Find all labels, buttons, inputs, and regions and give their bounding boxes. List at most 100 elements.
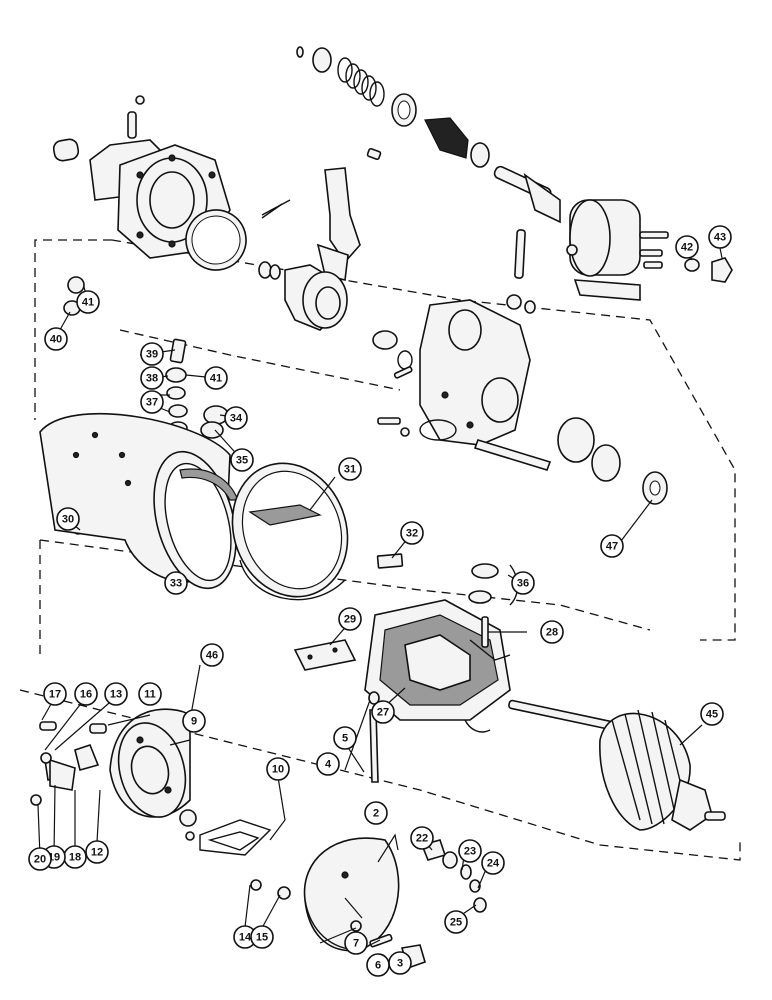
callout-number: 18 [69,852,81,864]
callout-circle [43,682,67,706]
callout-circle [481,851,505,875]
callout-2: 2 [364,801,388,825]
callout-number: 23 [464,846,476,858]
callout-number: 22 [416,833,428,845]
callout-number: 5 [342,733,348,745]
brush-plate [30,708,191,818]
callout-circle [140,342,164,366]
callout-33: 33 [164,571,188,595]
callout-circle [458,839,482,863]
callout-circle [540,620,564,644]
callout-number: 46 [206,650,218,662]
callout-circle [28,847,52,871]
callout-15: 15 [250,925,274,949]
callout-number: 38 [146,373,158,385]
field-coils [293,553,511,733]
callout-number: 7 [353,938,359,950]
callout-10: 10 [266,757,290,781]
callout-circle [366,953,390,977]
callout-circle [511,571,535,595]
callout-circle [138,682,162,706]
callout-circle [338,457,362,481]
callout-29: 29 [338,607,362,631]
callout-number: 2 [373,808,379,820]
callout-circle [74,682,98,706]
callout-41: 41 [76,290,100,314]
callout-number: 30 [62,514,74,526]
callout-38: 38 [140,366,164,390]
callout-23: 23 [458,839,482,863]
callout-number: 4 [325,759,332,771]
end-cover [303,837,400,952]
callout-number: 41 [210,373,222,385]
callout-circle [204,366,228,390]
callout-number: 37 [146,397,158,409]
callout-22: 22 [410,826,434,850]
solenoid [566,199,733,301]
callout-number: 29 [344,614,356,626]
callout-number: 40 [50,334,62,346]
callout-circle [333,726,357,750]
callout-9: 9 [182,709,206,733]
callout-43: 43 [708,225,732,249]
callout-circle [140,366,164,390]
plunger-spring-stack [296,46,561,224]
callout-circle [371,700,395,724]
callout-circle [400,521,424,545]
callout-circle [200,643,224,667]
callout-45: 45 [700,702,724,726]
callout-number: 13 [110,689,122,701]
callout-7: 7 [344,931,368,955]
callout-circle [708,225,732,249]
callout-number: 28 [546,627,558,639]
callout-circle [44,327,68,351]
callout-circle [224,406,248,430]
callout-circle [85,840,109,864]
callout-number: 3 [397,958,403,970]
callout-number: 41 [82,297,94,309]
callout-circle [250,925,274,949]
pivot-pin [506,229,536,314]
callout-number: 15 [256,932,268,944]
callout-circle [316,752,340,776]
callout-number: 6 [375,960,381,972]
callout-number: 42 [681,242,693,254]
callout-circle [140,390,164,414]
callout-27: 27 [371,700,395,724]
callout-circle [230,448,254,472]
callout-circle [600,534,624,558]
callout-number: 39 [146,349,158,361]
field-terminal-nuts [468,563,519,606]
callout-number: 11 [144,689,156,701]
callout-17: 17 [43,682,67,706]
callout-3: 3 [388,951,412,975]
callout-28: 28 [540,620,564,644]
callout-number: 27 [377,707,389,719]
callout-circle [364,801,388,825]
callout-number: 45 [706,709,718,721]
callout-number: 10 [272,764,284,776]
callout-13: 13 [104,682,128,706]
callout-47: 47 [600,534,624,558]
callout-number: 34 [230,413,243,425]
callout-number: 9 [191,716,197,728]
callout-circle [444,910,468,934]
callout-12: 12 [85,840,109,864]
callout-5: 5 [333,726,357,750]
end-frame-housing [372,299,531,446]
callout-number: 33 [170,578,182,590]
callout-24: 24 [481,851,505,875]
shift-lever [261,147,382,281]
callout-number: 12 [91,847,103,859]
callout-circle [164,571,188,595]
callout-31: 31 [338,457,362,481]
brush-spring [179,809,272,856]
callout-35: 35 [230,448,254,472]
callout-number: 16 [80,689,92,701]
callout-circle [56,507,80,531]
callout-41: 41 [204,366,228,390]
callout-number: 14 [239,932,252,944]
callout-circle [675,235,699,259]
